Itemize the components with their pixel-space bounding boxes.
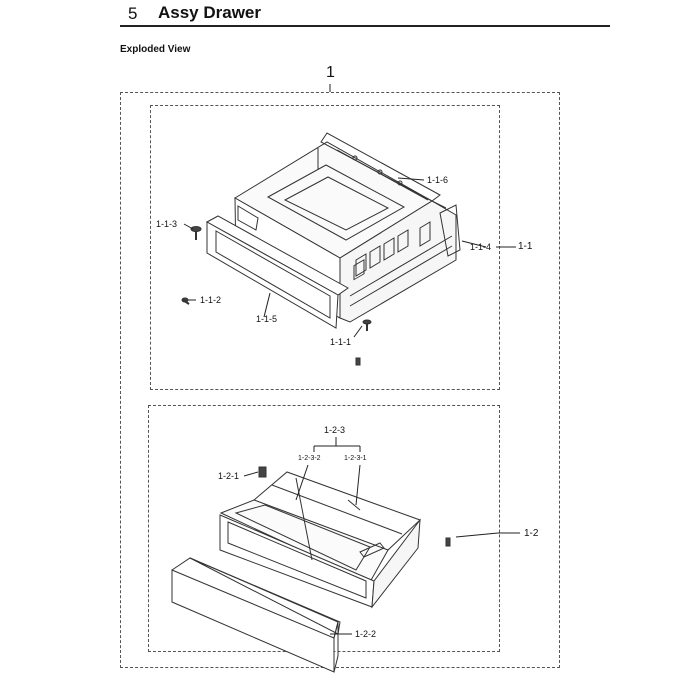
label-1-2-3: 1-2-3	[324, 425, 346, 435]
exploded-view-subtitle: Exploded View	[120, 44, 191, 55]
label-1-2-1: 1-2-1	[218, 471, 240, 481]
clip-part	[355, 357, 361, 366]
assembly-outer-box	[120, 92, 560, 668]
front-panel-1-2-2	[171, 557, 341, 673]
label-1-2-3-2: 1-2-3-2	[298, 455, 321, 462]
screw-part-1-1-3	[190, 226, 202, 240]
label-assembly-1: 1	[326, 64, 335, 81]
drawer-housing-1-1	[205, 132, 461, 329]
drawer-pan-1-2	[219, 471, 421, 609]
label-1-1-5: 1-1-5	[256, 314, 278, 324]
screw-part-1-1-1	[362, 319, 372, 331]
label-1-2-2: 1-2-2	[355, 629, 377, 639]
label-1-1-4: 1-1-4	[470, 242, 492, 252]
label-1-1-2: 1-1-2	[200, 295, 222, 305]
clip-part-1-2-1	[258, 466, 267, 478]
label-1-2: 1-2	[524, 528, 539, 539]
label-1-1: 1-1	[518, 241, 533, 252]
screw-part-1-1-2	[181, 297, 190, 305]
clip-part-right	[445, 537, 451, 547]
section-number: 5	[128, 4, 138, 23]
label-1-1-3: 1-1-3	[156, 219, 178, 229]
label-1-2-3-1: 1-2-3-1	[344, 455, 367, 462]
section-title: Assy Drawer	[158, 3, 262, 22]
label-1-1-6: 1-1-6	[427, 175, 449, 185]
label-1-1-1: 1-1-1	[330, 337, 352, 347]
title-underline	[120, 25, 610, 27]
